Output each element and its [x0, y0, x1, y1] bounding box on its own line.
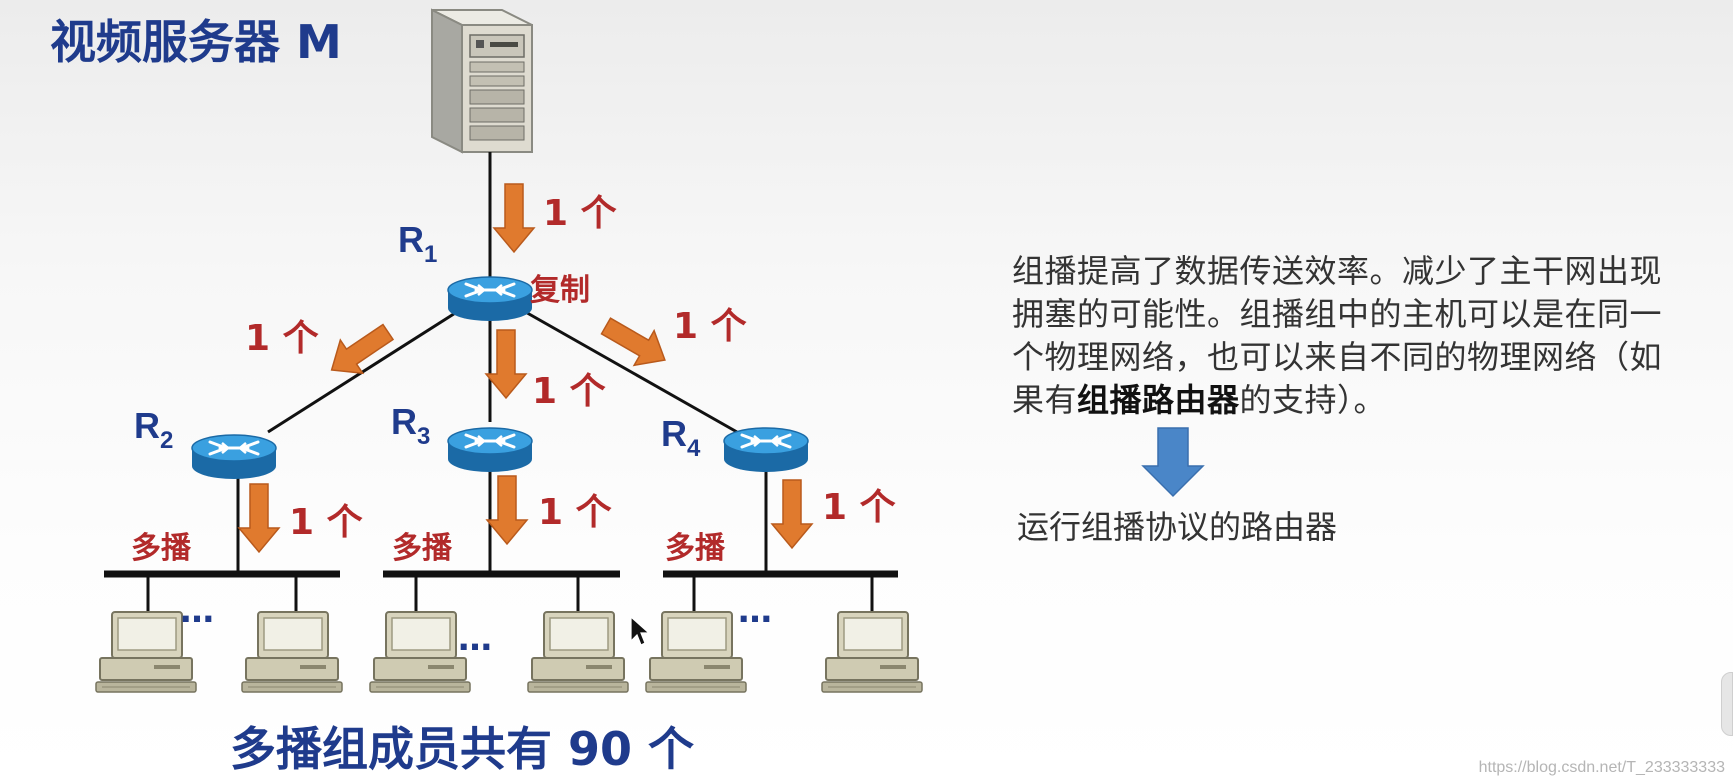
lan-segments — [104, 570, 898, 612]
router-icon — [446, 426, 534, 474]
workstation-icon — [821, 611, 923, 693]
multicast-label: 多播 — [392, 531, 453, 566]
count-label: 1 个 — [538, 492, 612, 533]
explanation-line: 个物理网络，也可以来自不同的物理网络（如 — [1012, 338, 1663, 376]
count-label: 1 个 — [289, 502, 363, 543]
explanation-line: 拥塞的可能性。组播组中的主机可以是在同一 — [1012, 295, 1663, 333]
side-scroll-handle[interactable] — [1721, 672, 1733, 736]
arrow-r3-lan — [486, 475, 528, 545]
count-label: 1 个 — [543, 193, 617, 234]
router-icon — [722, 426, 810, 474]
server-icon — [431, 8, 533, 154]
explanation-line: 组播提高了数据传送效率。减少了主干网出现 — [1012, 252, 1663, 290]
count-label: 1 个 — [673, 306, 747, 347]
workstation-icon — [241, 611, 343, 693]
router-label-r2: R2 — [134, 405, 173, 454]
multicast-label: 多播 — [131, 531, 192, 566]
title: 视频服务器 M — [50, 15, 342, 69]
arrow-r2-lan — [238, 483, 280, 553]
mouse-cursor-icon — [630, 615, 651, 646]
down-arrow-icon — [1141, 427, 1205, 498]
workstation-icon — [527, 611, 629, 693]
count-label: 1 个 — [822, 487, 896, 528]
router-label-r4: R4 — [661, 413, 701, 462]
more-hosts-dots: … — [180, 591, 214, 631]
network-links — [236, 152, 768, 572]
explanation-line: 果有组播路由器的支持）。 — [1012, 381, 1387, 419]
workstation-icon — [369, 611, 471, 693]
router-label-r1: R1 — [398, 219, 437, 268]
bottom-caption: 多播组成员共有 90 个 — [230, 722, 694, 776]
more-hosts-dots: … — [458, 619, 492, 659]
router-icon — [190, 433, 278, 481]
arrow-r1-r4 — [595, 307, 676, 379]
arrow-server-r1 — [493, 183, 535, 253]
copy-label: 复制 — [530, 273, 590, 308]
watermark: https://blog.csdn.net/T_233333333 — [1478, 759, 1725, 776]
arrow-r1-r3 — [485, 329, 527, 399]
result-label: 运行组播协议的路由器 — [1017, 508, 1338, 546]
router-icon — [446, 275, 534, 323]
router-label-r3: R3 — [391, 401, 430, 450]
more-hosts-dots: … — [738, 591, 772, 631]
arrow-r4-lan — [771, 479, 813, 549]
workstation-icon — [645, 611, 747, 693]
explanation-paragraph: 组播提高了数据传送效率。减少了主干网出现 拥塞的可能性。组播组中的主机可以是在同… — [1012, 250, 1732, 422]
count-label: 1 个 — [245, 318, 319, 359]
multicast-label: 多播 — [665, 531, 726, 566]
count-label: 1 个 — [532, 371, 606, 412]
multicast-router-term: 组播路由器 — [1077, 381, 1240, 419]
arrow-r1-r2 — [319, 314, 400, 388]
